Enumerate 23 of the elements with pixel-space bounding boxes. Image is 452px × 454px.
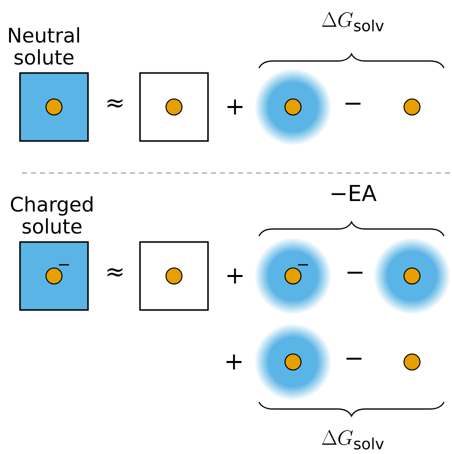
solvated-particle: − <box>255 238 331 314</box>
operator-sign: − <box>348 272 363 274</box>
particle <box>404 98 420 116</box>
cavity-box <box>139 241 209 311</box>
solvated-particle <box>255 69 331 145</box>
operator-sign: − <box>346 102 361 105</box>
operator-sign: + <box>228 99 243 115</box>
solvated-particle <box>374 238 450 314</box>
cavity-box <box>139 72 209 142</box>
node-label: Charged solute <box>10 196 92 234</box>
node-label: Neutral solute <box>9 27 80 65</box>
solvated-particle <box>255 324 331 400</box>
solute-box: Neutral solute <box>9 27 89 142</box>
particle <box>404 354 420 370</box>
operator-sign: ≈ <box>108 268 123 277</box>
formula-label: $\Delta G_{\mathrm{solv}}$ <box>322 430 384 450</box>
formula-label: $\Delta G_{\mathrm{solv}}$ <box>322 12 384 32</box>
operator-sign: − <box>346 358 362 360</box>
operator-sign: + <box>226 354 242 370</box>
operator-sign: ≈ <box>108 99 123 108</box>
operator-sign: + <box>228 268 243 284</box>
solute-box: Charged solute − <box>10 196 92 311</box>
formula-label: −EA <box>332 184 377 202</box>
